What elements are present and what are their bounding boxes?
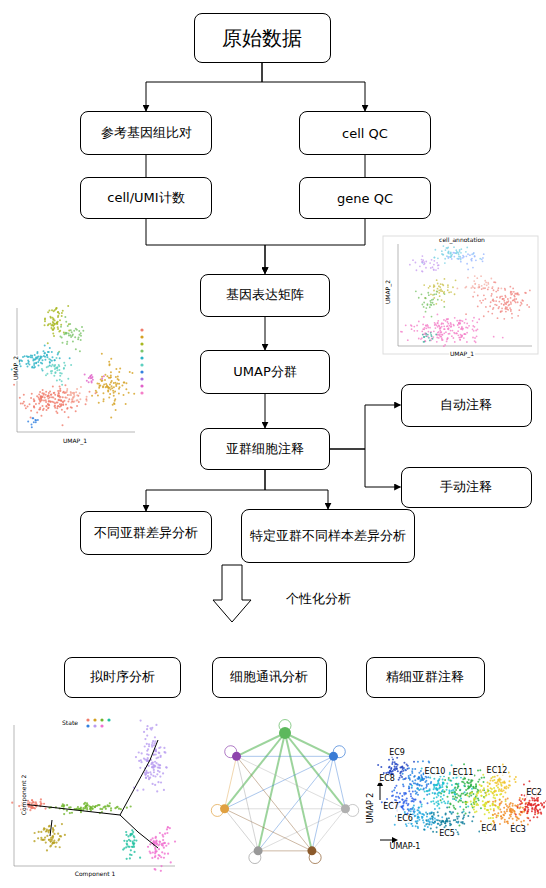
flow-arrow [330, 405, 401, 449]
plot-label: cell_annotation [438, 237, 486, 243]
plot-label: UMAP_1 [62, 438, 88, 444]
box-label: gene QC [337, 191, 393, 206]
step-note: 个性化分析 [286, 592, 351, 605]
plot-label: State [61, 720, 79, 726]
pseudotime-plot [11, 692, 176, 872]
plot-label: UMAP_2 [385, 279, 391, 305]
plot-label: EC5 [438, 830, 456, 838]
plot-label: UMAP_2 [13, 355, 19, 381]
cell-communication-network [211, 720, 358, 864]
box-label: UMAP分群 [233, 363, 296, 381]
flow-arrow [365, 155, 366, 177]
box-label: 细胞通讯分析 [230, 668, 308, 686]
process-box: cell/UMI计数 [80, 177, 212, 219]
box-label: 基因表达矩阵 [226, 286, 304, 304]
process-box: 亚群细胞注释 [200, 428, 330, 470]
flow-arrow [146, 63, 262, 111]
plot-label: UMAP_1 [449, 351, 475, 357]
process-box: 拟时序分析 [64, 657, 181, 698]
plot-label: EC10 [424, 768, 447, 776]
process-box: 特定亚群不同样本差异分析 [241, 509, 415, 563]
umap-plot [383, 236, 538, 354]
box-label: 特定亚群不同样本差异分析 [250, 527, 406, 545]
flow-arrow [262, 63, 365, 111]
box-label: 不同亚群差异分析 [94, 524, 198, 542]
plot-label: EC8 [378, 775, 396, 783]
plot-label: EC6 [396, 815, 414, 823]
box-label: 精细亚群注释 [386, 668, 464, 686]
box-label: 自动注释 [440, 396, 492, 414]
flow-arrow [265, 219, 365, 274]
process-box: 原始数据 [194, 13, 331, 63]
process-box: cell QC [299, 111, 431, 155]
process-box: UMAP分群 [200, 350, 330, 394]
plot-label: EC11 [452, 769, 475, 777]
process-box: 自动注释 [401, 384, 532, 427]
flow-arrow [146, 155, 147, 177]
box-label: 参考基因组比对 [101, 124, 192, 142]
plot-label: EC2 [525, 789, 543, 797]
hollow-arrow [213, 565, 251, 622]
process-box: 手动注释 [401, 467, 532, 508]
box-label: cell/UMI计数 [107, 189, 184, 207]
plot-label: EC12 [486, 767, 509, 775]
flow-arrow [265, 394, 266, 428]
process-box: 参考基因组比对 [80, 111, 212, 155]
box-label: cell QC [342, 126, 388, 141]
process-box: gene QC [299, 177, 431, 219]
process-box: 细胞通讯分析 [212, 657, 327, 698]
umap-subcluster-plot [368, 754, 546, 843]
plot-label: EC3 [509, 826, 527, 834]
plot-label: EC4 [480, 825, 498, 833]
process-box: 不同亚群差异分析 [80, 511, 212, 555]
plot-label: Component 1 [74, 871, 117, 877]
flow-arrow [265, 317, 266, 351]
plot-label: EC9 [388, 749, 406, 757]
plot-label: EC7 [382, 803, 400, 811]
flow-arrow [265, 470, 328, 509]
umap-plot [11, 305, 144, 432]
plot-label: UMAP 2 [367, 792, 375, 825]
process-box: 基因表达矩阵 [200, 274, 330, 317]
box-label: 手动注释 [440, 478, 492, 496]
box-label: 拟时序分析 [90, 668, 155, 686]
box-label: 原始数据 [222, 25, 302, 52]
plot-label: Component 2 [21, 774, 27, 817]
flow-arrow [146, 470, 265, 511]
flow-arrow [146, 219, 265, 274]
box-label: 亚群细胞注释 [226, 440, 304, 458]
flow-arrow [330, 449, 401, 487]
process-box: 精细亚群注释 [366, 657, 485, 698]
plot-label: UMAP-1 [389, 843, 422, 851]
